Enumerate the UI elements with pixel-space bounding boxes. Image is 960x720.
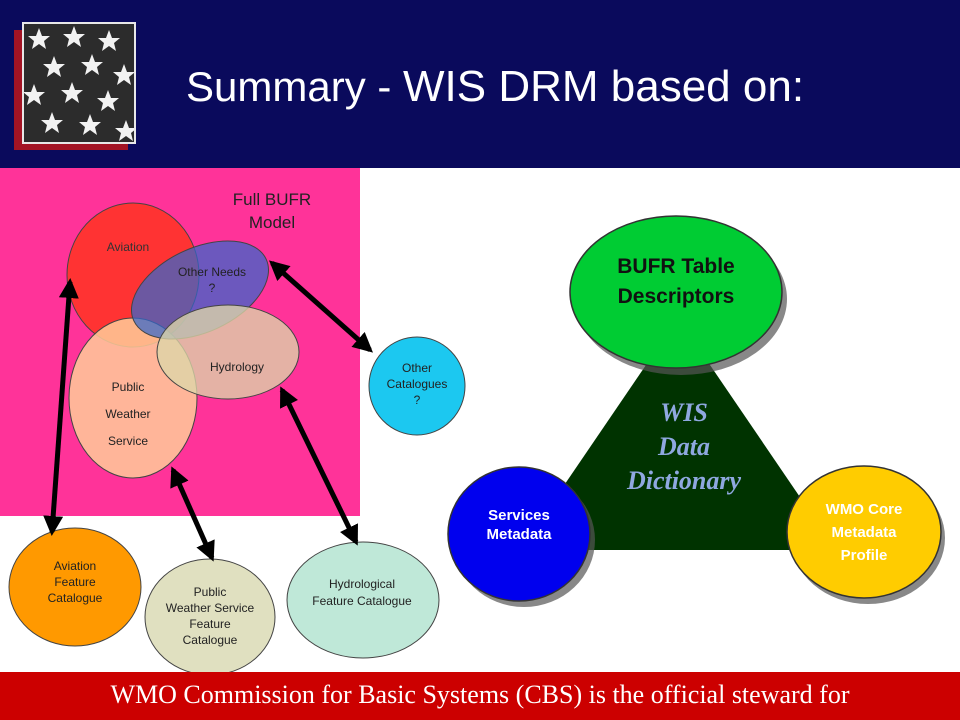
arrow-hydrology xyxy=(279,386,359,546)
arrow-other-catalogues xyxy=(269,260,373,353)
other-catalogues-circle xyxy=(368,336,466,436)
page-number: 15 xyxy=(924,660,938,675)
hydro-catalogue-circle xyxy=(286,541,440,659)
hydrology-ellipse xyxy=(156,304,300,400)
page-title: Summary - WIS DRM based on: xyxy=(186,62,805,111)
arrow-public-weather xyxy=(170,466,215,562)
aviation-label: Aviation xyxy=(106,240,150,254)
services-metadata-circle xyxy=(447,466,591,602)
arrow-aviation xyxy=(43,278,79,536)
other-needs-label: Other Needs? xyxy=(177,265,247,295)
wis-data-dictionary-triangle xyxy=(520,318,836,550)
bufr-table-circle xyxy=(569,215,783,369)
stars-flag-icon xyxy=(22,22,136,144)
wmo-core-circle xyxy=(786,465,942,599)
footer-text: WMO Commission for Basic Systems (CBS) i… xyxy=(110,680,850,709)
footer-bar xyxy=(0,672,960,720)
header-bar xyxy=(0,0,960,168)
hydrology-label: Hydrology xyxy=(209,360,265,374)
